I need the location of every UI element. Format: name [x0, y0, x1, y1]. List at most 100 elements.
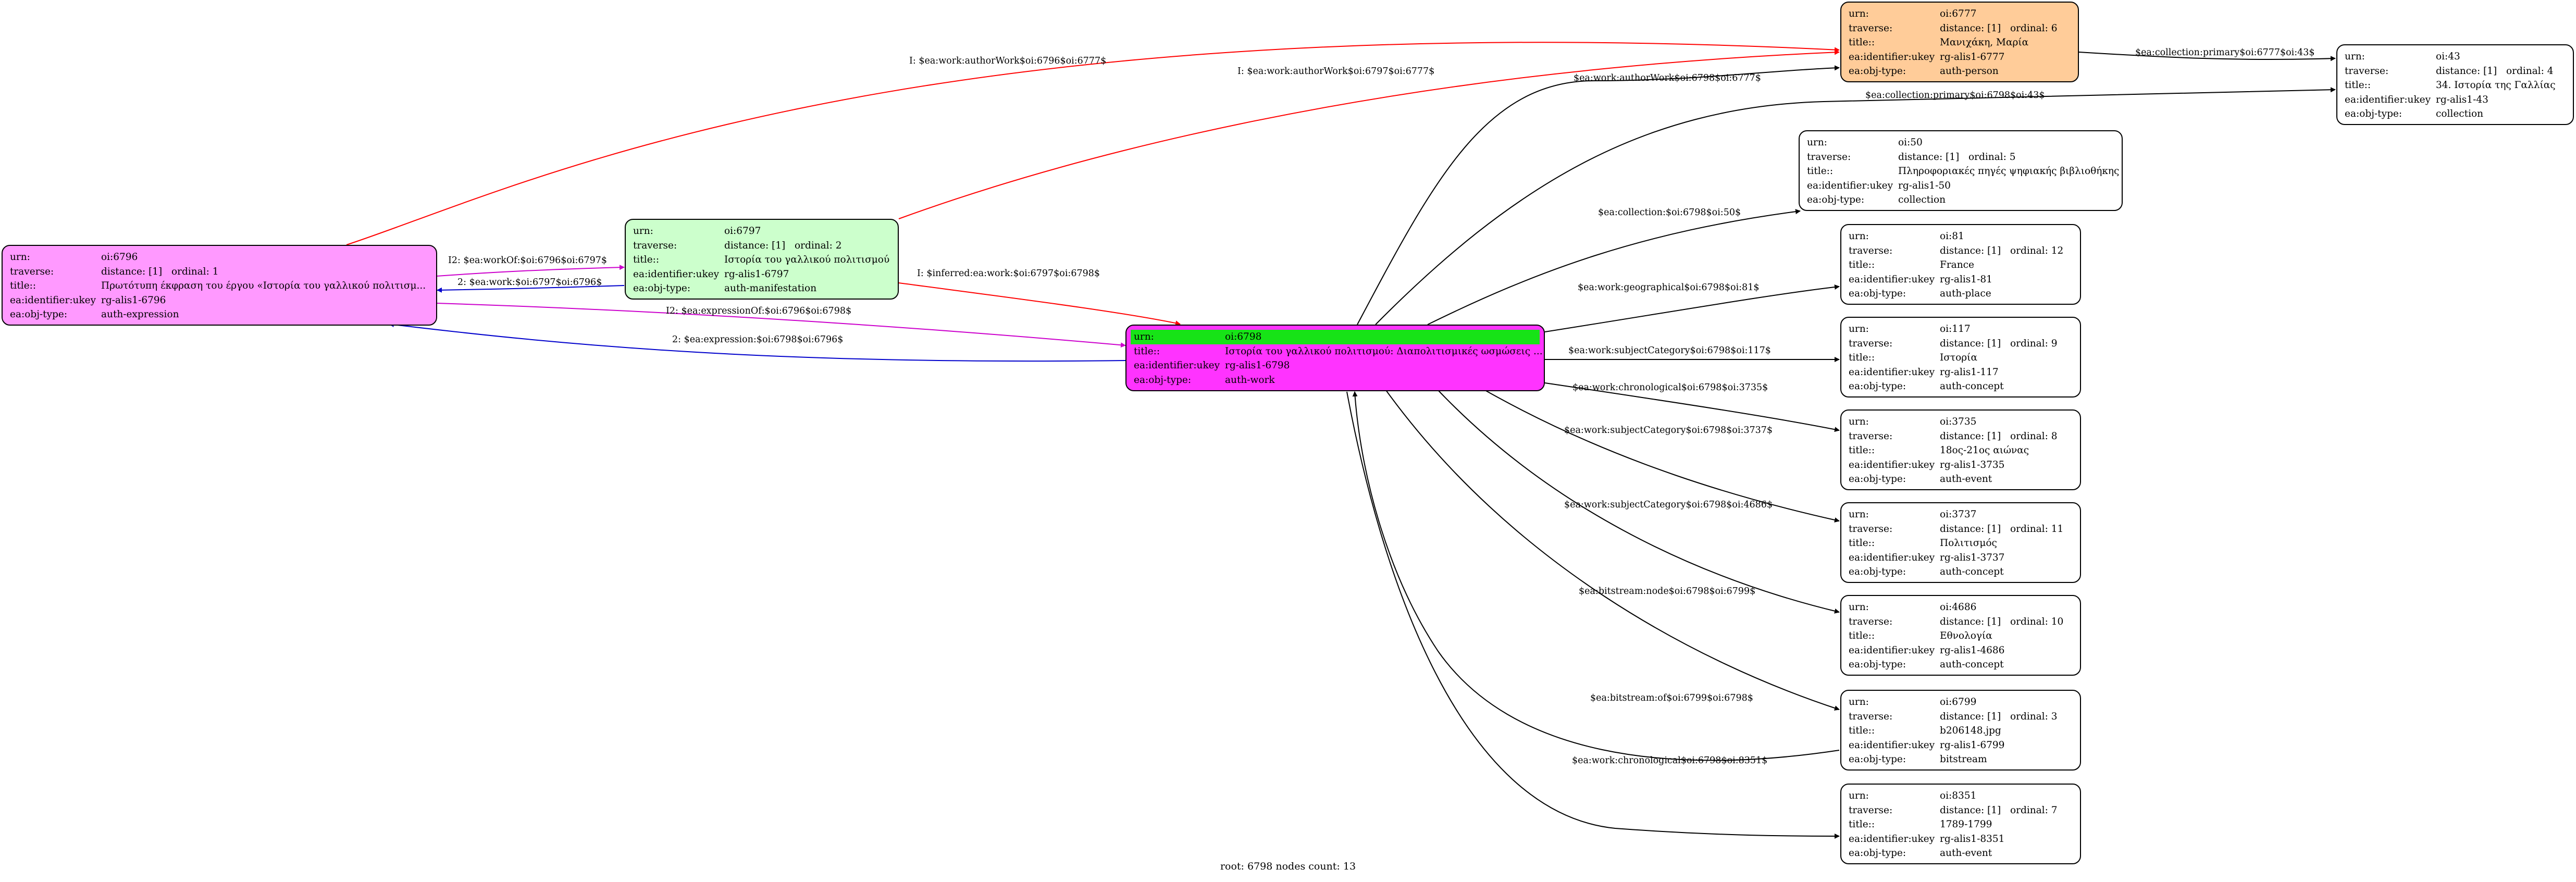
edge-authorwork-6798-6777: [1357, 65, 1840, 325]
urn-value: oi:81: [1940, 231, 1964, 242]
ukey-value: rg-alis1-6796: [101, 294, 166, 306]
distance-value: distance: [1]: [2436, 65, 2497, 77]
edge-geographical-6798-81: [1544, 284, 1840, 332]
title-value: 18ος-21ος αιώνας: [1940, 445, 2029, 456]
field-key-ukey: ea:identifier:ukey: [2345, 94, 2431, 105]
ordinal-value: ordinal: 1: [171, 266, 219, 277]
field-key-traverse: traverse:: [1849, 22, 1893, 34]
ukey-value: rg-alis1-50: [1898, 180, 1951, 191]
ordinal-value: ordinal: 2: [795, 240, 842, 251]
field-key-ukey: ea:identifier:ukey: [1849, 552, 1935, 563]
node-oi-117[interactable]: urn:oi:117 traverse:distance: [1]ordinal…: [1840, 317, 2081, 397]
edge-label-e4: $ea:collection:primary$oi:6777$oi:43$: [2135, 47, 2315, 58]
field-key-ukey: ea:identifier:ukey: [633, 268, 720, 280]
title-value: Ιστορία: [1940, 352, 1977, 363]
edge-bitstream-node-6798-6799: [1385, 390, 1840, 711]
edge-label-e5: $ea:collection:primary$oi:6798$oi:43$: [1865, 90, 2045, 101]
node-oi-4686[interactable]: urn:oi:4686 traverse:distance: [1]ordina…: [1840, 595, 2081, 676]
field-key-traverse: traverse:: [1849, 804, 1893, 816]
ordinal-value: ordinal: 10: [2010, 616, 2064, 627]
title-value: Πολιτισμός: [1940, 538, 1997, 549]
field-key-type: ea:obj-type:: [10, 309, 68, 320]
edge-collection-6798-50: [1427, 209, 1801, 325]
edge-label-e7: $ea:work:geographical$oi:6798$oi:81$: [1578, 282, 1759, 293]
ukey-value: rg-alis1-117: [1940, 366, 1999, 378]
node-oi-8351[interactable]: urn:oi:8351 traverse:distance: [1]ordina…: [1840, 784, 2081, 864]
field-key-title: title::: [1849, 630, 1875, 641]
edge-label-e3: $ea:work:authorWork$oi:6798$oi:6777$: [1574, 73, 1761, 83]
type-value: collection: [1898, 194, 1946, 205]
field-key-urn: urn:: [633, 226, 653, 237]
edge-workof-6796-6797: [436, 265, 625, 277]
ukey-value: rg-alis1-3737: [1940, 552, 2005, 563]
field-key-title: title::: [1849, 445, 1875, 456]
field-key-urn: urn:: [1849, 602, 1869, 613]
edge-subject-6798-4686: [1438, 390, 1840, 614]
edge-expression-6798-6796: [389, 322, 1126, 362]
field-key-urn: urn:: [1849, 509, 1869, 520]
node-oi-3735[interactable]: urn:oi:3735 traverse:distance: [1]ordina…: [1840, 409, 2081, 490]
type-value: auth-person: [1940, 66, 1999, 77]
field-key-traverse: traverse:: [1849, 523, 1893, 535]
ukey-value: rg-alis1-81: [1940, 274, 1992, 285]
edge-label-e16: 2: $ea:work:$oi:6797$oi:6796$: [457, 277, 602, 288]
distance-value: distance: [1]: [1940, 711, 2001, 722]
field-key-ukey: ea:identifier:ukey: [1849, 739, 1935, 751]
ordinal-value: ordinal: 11: [2010, 523, 2064, 535]
field-key-traverse: traverse:: [2345, 65, 2389, 77]
field-key-traverse: traverse:: [1807, 151, 1851, 163]
type-value: auth-expression: [101, 309, 179, 320]
title-value: 1789-1799: [1940, 819, 1992, 830]
root-node-count-label: root: 6798 nodes count: 13: [1220, 861, 1356, 872]
type-value: auth-manifestation: [724, 283, 817, 294]
type-value: collection: [2436, 108, 2484, 119]
distance-value: distance: [1]: [1940, 338, 2001, 349]
edge-label-e19: I: $inferred:ea:work:$oi:6797$oi:6798$: [917, 268, 1100, 279]
field-key-type: ea:obj-type:: [1807, 194, 1865, 205]
field-key-ukey: ea:identifier:ukey: [1134, 360, 1220, 371]
type-value: auth-place: [1940, 288, 1991, 299]
field-key-type: ea:obj-type:: [1134, 374, 1192, 386]
field-key-title: title::: [1134, 345, 1160, 357]
node-oi-6798-root[interactable]: urn:oi:6798 title::Ιστορία του γαλλικού …: [1125, 325, 1545, 391]
edge-chronological-6798-3735: [1544, 382, 1840, 432]
node-oi-50[interactable]: urn:oi:50 traverse:distance: [1]ordinal:…: [1799, 130, 2123, 211]
field-key-title: title::: [1849, 819, 1875, 830]
edge-primary-6777-43: [2078, 52, 2336, 61]
distance-value: distance: [1]: [1940, 616, 2001, 627]
field-key-type: ea:obj-type:: [1849, 381, 1906, 392]
field-key-type: ea:obj-type:: [1849, 474, 1906, 485]
urn-value: oi:50: [1898, 137, 1923, 148]
edge-label-e12: $ea:bitstream:node$oi:6798$oi:6799$: [1579, 586, 1755, 597]
title-value: Εθνολογία: [1940, 630, 1992, 641]
urn-value: oi:6799: [1940, 697, 1977, 707]
field-key-urn: urn:: [2345, 51, 2365, 62]
edge-expressionof-6796-6798: [436, 303, 1126, 348]
urn-value: oi:3735: [1940, 416, 1977, 427]
ukey-value: rg-alis1-6797: [724, 268, 789, 280]
node-oi-6797[interactable]: urn:oi:6797 traverse:distance: [1]ordina…: [625, 219, 899, 300]
urn-value: oi:6796: [101, 252, 138, 263]
field-key-type: ea:obj-type:: [2345, 108, 2402, 119]
ordinal-value: ordinal: 7: [2010, 804, 2058, 816]
edge-label-e15: I2: $ea:workOf:$oi:6796$oi:6797$: [448, 255, 607, 266]
edge-label-e6: $ea:collection:$oi:6798$oi:50$: [1598, 207, 1741, 218]
edge-chronological-6798-8351: [1346, 391, 1840, 839]
node-oi-81[interactable]: urn:oi:81 traverse:distance: [1]ordinal:…: [1840, 224, 2081, 305]
type-value: auth-work: [1225, 374, 1275, 386]
distance-value: distance: [1]: [101, 266, 163, 277]
node-oi-3737[interactable]: urn:oi:3737 traverse:distance: [1]ordina…: [1840, 502, 2081, 583]
field-key-title: title::: [633, 254, 660, 265]
field-key-type: ea:obj-type:: [1849, 66, 1906, 77]
field-key-type: ea:obj-type:: [1849, 566, 1906, 577]
node-oi-6777[interactable]: urn:oi:6777 traverse:distance: [1]ordina…: [1840, 2, 2079, 82]
node-oi-6799[interactable]: urn:oi:6799 traverse:distance: [1]ordina…: [1840, 690, 2081, 771]
field-key-title: title::: [1807, 166, 1834, 177]
title-value: 34. Ιστορία της Γαλλίας: [2436, 80, 2556, 91]
node-oi-43[interactable]: urn:oi:43 traverse:distance: [1]ordinal:…: [2336, 44, 2574, 125]
title-value: Ιστορία του γαλλικού πολιτισμού: [724, 254, 890, 265]
node-oi-6796[interactable]: urn:oi:6796 traverse:distance: [1]ordina…: [2, 245, 437, 326]
ukey-value: rg-alis1-8351: [1940, 833, 2005, 844]
urn-value: oi:8351: [1940, 790, 1977, 801]
field-key-urn: urn:: [1849, 416, 1869, 427]
